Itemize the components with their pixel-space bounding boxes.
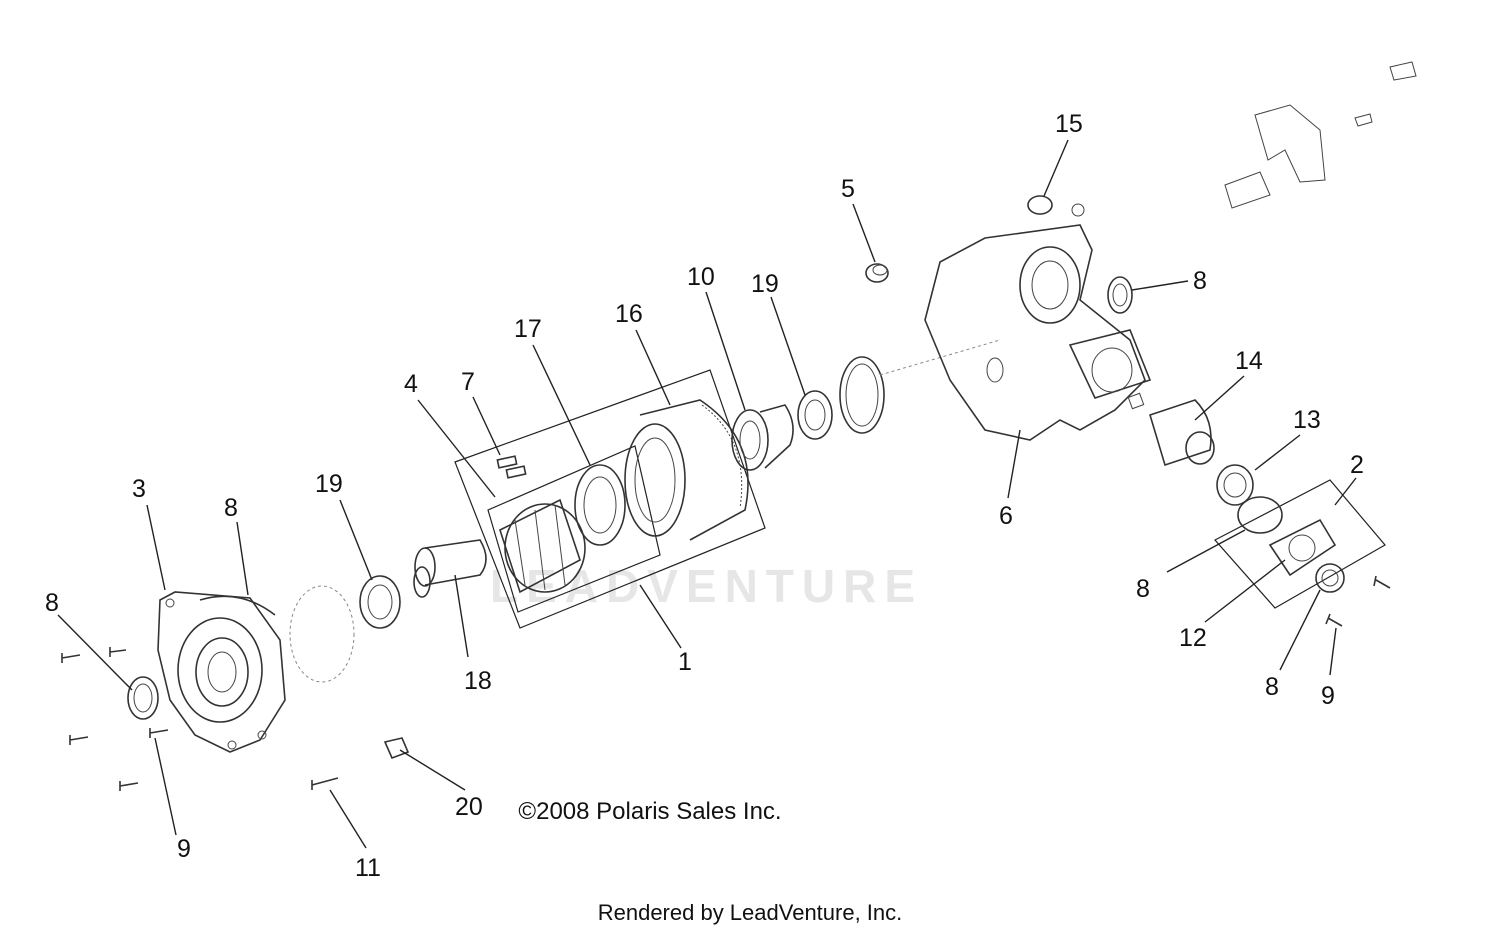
callout-1: 1 (678, 648, 692, 676)
part-8-seal-top-right (1107, 276, 1133, 314)
group-box-1 (454, 369, 766, 629)
part-12-flange-group (1237, 496, 1345, 593)
callout-20: 20 (455, 793, 483, 821)
callout-numbers: 1 2 3 4 5 6 7 8 8 8 8 8 9 9 10 11 12 13 … (45, 110, 1364, 882)
callout-8-cover: 8 (224, 494, 238, 522)
part-17-plate (574, 464, 626, 546)
callout-17: 17 (514, 315, 542, 343)
group-box-4 (487, 445, 661, 613)
group-box-2 (1214, 479, 1386, 609)
part-9-bolts-right (1325, 575, 1391, 627)
callout-2: 2 (1350, 451, 1364, 479)
callout-9-left: 9 (177, 835, 191, 863)
callout-12: 12 (1179, 624, 1207, 652)
part-10-bearing (731, 404, 794, 471)
part-8-seal-left (127, 676, 159, 720)
callout-9-right: 9 (1321, 682, 1335, 710)
part-16-ring-gear (624, 399, 749, 541)
part-5-plug (865, 263, 889, 283)
callout-18: 18 (464, 667, 492, 695)
callout-3: 3 (132, 475, 146, 503)
callout-11: 11 (355, 854, 381, 882)
callout-5: 5 (841, 175, 855, 203)
callout-8-left: 8 (45, 589, 59, 617)
part-4-clutch-cage (499, 498, 586, 594)
callout-6: 6 (999, 502, 1013, 530)
part-3-cover-housing (157, 585, 355, 753)
callout-13: 13 (1293, 406, 1321, 434)
part-9-bolts-left (61, 647, 169, 791)
callout-19-left: 19 (315, 470, 343, 498)
callout-16: 16 (615, 300, 643, 328)
part-13-bearing (1216, 464, 1254, 506)
callout-15: 15 (1055, 110, 1083, 138)
callout-10: 10 (687, 263, 715, 291)
callout-19-right: 19 (751, 270, 779, 298)
leader-lines (57, 139, 1357, 849)
part-18-gear-shaft (413, 539, 487, 598)
part-15-plug (1027, 195, 1085, 217)
watermark: LEADVENTURE (490, 560, 923, 612)
callout-4: 4 (404, 370, 418, 398)
part-19-bearing-right (797, 390, 833, 440)
part-6-main-housing (924, 224, 1152, 441)
part-19-bearing-left (359, 575, 401, 629)
callout-8-top-right: 8 (1193, 267, 1207, 295)
part-14-pinion (1127, 392, 1215, 467)
rendered-by-credit: Rendered by LeadVenture, Inc. (597, 900, 903, 925)
callout-14: 14 (1235, 347, 1263, 375)
part-20-clip (383, 737, 410, 760)
callout-8-seal-right: 8 (1265, 673, 1279, 701)
part-7-pins (496, 455, 527, 479)
gasket-ring (839, 339, 1001, 434)
bracket-assembly (1224, 61, 1417, 209)
callout-7: 7 (461, 368, 475, 396)
part-11-pin (311, 777, 339, 790)
callout-8-oring: 8 (1136, 575, 1150, 603)
copyright-notice: ©2008 Polaris Sales Inc. (518, 798, 782, 825)
